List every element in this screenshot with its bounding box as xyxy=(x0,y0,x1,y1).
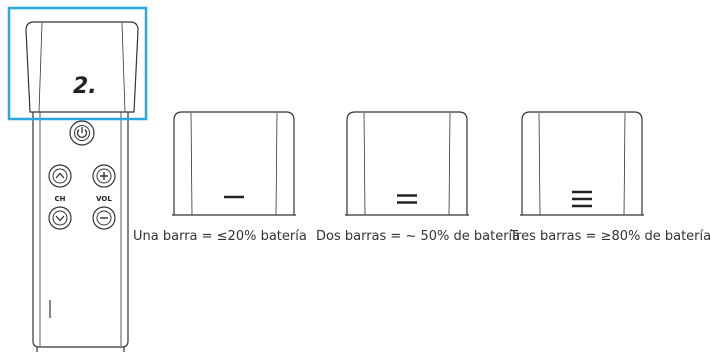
remote-top-cap xyxy=(25,21,139,113)
volume-label: VOL xyxy=(96,195,112,203)
chevron-up-icon xyxy=(55,172,65,179)
indicator-caps xyxy=(172,111,644,216)
caption-three-bars: Tres barras = ≥80% de batería xyxy=(510,229,711,244)
volume-up-button xyxy=(92,164,116,188)
indicator-cap-two-bars xyxy=(345,111,469,216)
indicator-cap-three-bars xyxy=(520,111,644,216)
remote-body xyxy=(32,112,129,348)
indicator-cap-one-bar xyxy=(172,111,296,216)
channel-up-button xyxy=(48,164,72,188)
display-digit: 2. xyxy=(73,74,97,99)
power-button xyxy=(69,120,95,146)
volume-down-button xyxy=(92,206,116,230)
highlight-box xyxy=(7,6,148,121)
plus-icon xyxy=(100,172,108,180)
caption-two-bars: Dos barras = ~ 50% de batería xyxy=(316,229,521,244)
channel-label: CH xyxy=(55,195,66,203)
remote-control xyxy=(25,21,139,352)
channel-down-button xyxy=(48,206,72,230)
caption-one-bar: Una barra = ≤20% batería xyxy=(133,229,307,244)
power-icon xyxy=(76,129,88,138)
chevron-down-icon xyxy=(55,215,65,222)
